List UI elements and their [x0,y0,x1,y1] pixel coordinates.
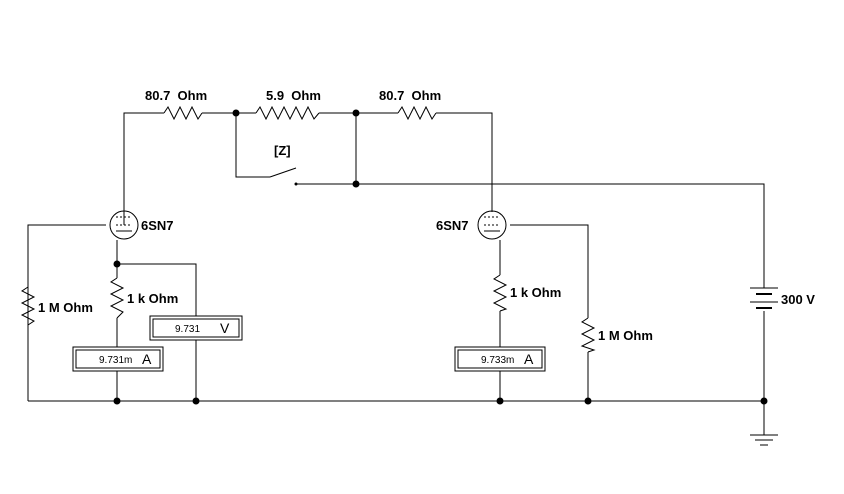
label-tube-right: 6SN7 [436,218,469,233]
switch[interactable] [269,167,298,186]
resistor-top-left [163,105,203,121]
ammeter-left: 9.731m A [72,346,164,372]
junction [496,397,504,405]
resistor-cathode-left [109,277,125,319]
resistor-grid-right [580,317,596,353]
junction [352,109,360,117]
battery [750,287,778,309]
wire-left-grid [27,224,106,401]
resistor-top-mid [255,105,320,121]
voltmeter-left-unit: V [220,320,230,336]
ammeter-right-value: 9.733m [481,355,514,366]
junction [113,260,121,268]
voltmeter-left: 9.731 V [149,315,243,341]
junction [760,397,768,405]
label-r-top-right: 80.7 Ohm [379,88,441,103]
wire-right-grid [510,224,589,318]
ammeter-right-unit: A [524,351,534,367]
wire-switch-left [235,113,270,178]
tube-right [477,210,507,240]
label-battery: 300 V [781,292,815,307]
wire-right-tube-plate [436,112,493,212]
resistor-grid-left [20,286,36,326]
label-r-grid-right: 1 M Ohm [598,328,653,343]
ammeter-left-unit: A [142,351,152,367]
junction [232,109,240,117]
ammeter-left-value: 9.731m [99,355,132,366]
wires [27,112,765,435]
junction [113,397,121,405]
label-r-cathode-right: 1 k Ohm [510,285,561,300]
voltmeter-left-value: 9.731 [175,324,200,335]
tube-right-envelope [477,210,507,240]
label-r-grid-left: 1 M Ohm [38,300,93,315]
ground-icon [750,434,778,446]
junction [584,397,592,405]
ammeter-right: 9.733m A [454,346,546,372]
junction [352,180,360,188]
junction [192,397,200,405]
tube-left [109,210,139,240]
wire-supply-feed [356,183,765,288]
switch-blade [269,167,297,178]
wire-left-tube-plate [123,112,164,225]
label-r-top-mid: 5.9 Ohm [266,88,321,103]
label-r-top-left: 80.7 Ohm [145,88,207,103]
label-r-cathode-left: 1 k Ohm [127,291,178,306]
switch-contact [294,182,298,186]
resistor-cathode-right [492,274,508,312]
label-switch-key: [Z] [274,143,291,158]
junctions [113,109,768,405]
wire-left-voltmeter-top [117,263,197,316]
resistor-top-right [397,105,437,121]
label-tube-left: 6SN7 [141,218,174,233]
